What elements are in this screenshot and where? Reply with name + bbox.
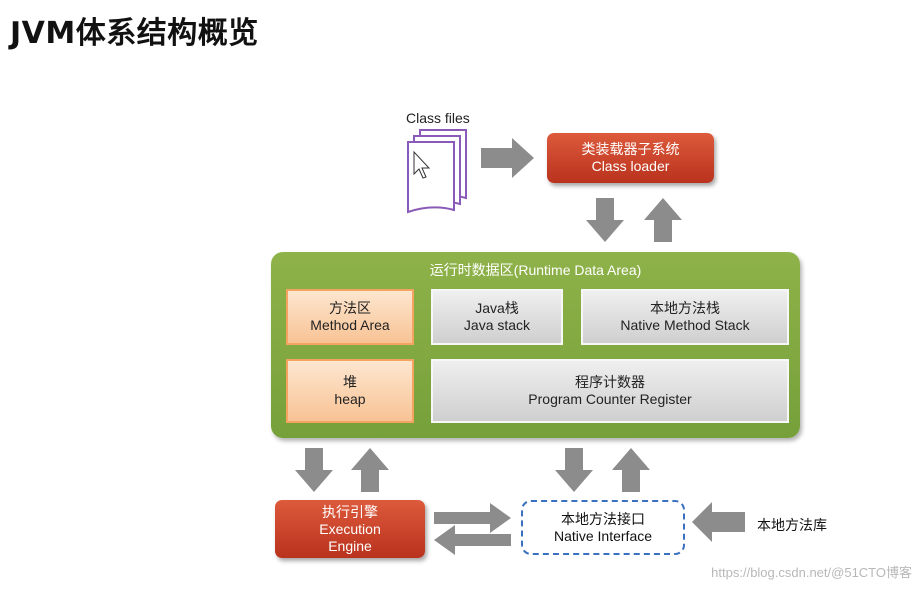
program-counter-register-box: 程序计数器 Program Counter Register bbox=[431, 359, 789, 423]
java-stack-box: Java栈 Java stack bbox=[431, 289, 563, 345]
cursor-icon bbox=[413, 150, 431, 179]
execution-engine-box: 执行引擎 Execution Engine bbox=[275, 500, 425, 558]
arrow-loader-down bbox=[586, 198, 624, 242]
arrow-native-to-runtime-up bbox=[612, 448, 650, 492]
arrow-native-to-exec bbox=[434, 525, 511, 555]
arrow-exec-to-native bbox=[434, 503, 511, 533]
native-interface-cn: 本地方法接口 bbox=[561, 510, 645, 527]
execution-engine-en2: Engine bbox=[328, 537, 372, 554]
arrow-classfiles-to-loader bbox=[481, 138, 534, 178]
method-area-en: Method Area bbox=[310, 317, 390, 333]
native-library-label: 本地方法库 bbox=[757, 517, 827, 533]
arrow-runtime-to-exec-down bbox=[295, 448, 333, 492]
arrow-library-to-native bbox=[692, 502, 745, 542]
native-method-stack-en: Native Method Stack bbox=[620, 317, 750, 333]
native-method-stack-cn: 本地方法栈 bbox=[650, 300, 720, 316]
java-stack-en: Java stack bbox=[463, 317, 531, 333]
heap-cn: 堆 bbox=[343, 374, 357, 390]
class-loader-en: Class loader bbox=[591, 158, 670, 174]
pc-register-en: Program Counter Register bbox=[528, 391, 692, 407]
runtime-data-area-title: 运行时数据区(Runtime Data Area) bbox=[429, 262, 642, 278]
arrow-runtime-to-native-down bbox=[555, 448, 593, 492]
method-area-box: 方法区 Method Area bbox=[286, 289, 414, 345]
class-files-label: Class files bbox=[406, 110, 470, 126]
heap-en: heap bbox=[334, 391, 366, 407]
native-method-stack-box: 本地方法栈 Native Method Stack bbox=[581, 289, 789, 345]
arrow-exec-to-runtime-up bbox=[351, 448, 389, 492]
watermark: https://blog.csdn.net/@51CTO博客 bbox=[711, 565, 912, 580]
native-interface-en: Native Interface bbox=[553, 527, 653, 544]
execution-engine-en1: Execution bbox=[319, 520, 381, 537]
class-loader-box: 类装载器子系统 Class loader bbox=[547, 133, 714, 183]
method-area-cn: 方法区 bbox=[329, 300, 371, 316]
java-stack-cn: Java栈 bbox=[475, 300, 519, 316]
class-loader-cn: 类装载器子系统 bbox=[581, 141, 680, 157]
heap-box: 堆 heap bbox=[286, 359, 414, 423]
page-title: JVM体系结构概览 bbox=[10, 16, 259, 51]
execution-engine-cn: 执行引擎 bbox=[322, 503, 378, 520]
arrow-loader-up bbox=[644, 198, 682, 242]
native-interface-box: 本地方法接口 Native Interface bbox=[521, 500, 685, 555]
pc-register-cn: 程序计数器 bbox=[575, 374, 645, 390]
